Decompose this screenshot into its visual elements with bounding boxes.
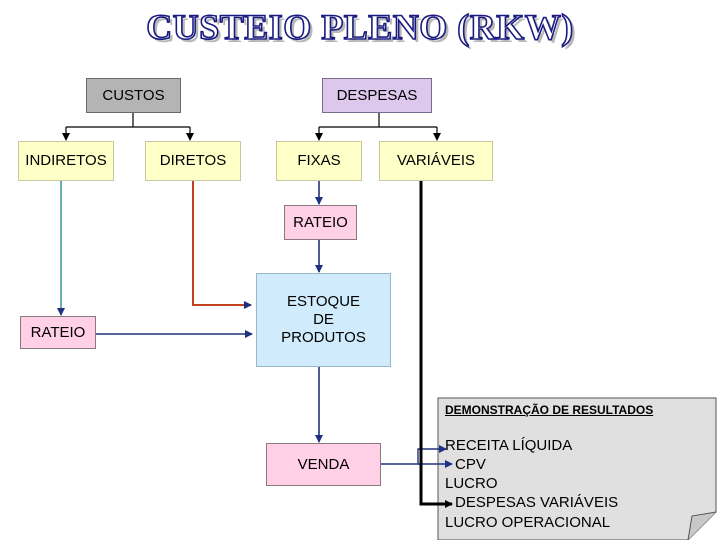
estoque-label-line1: ESTOQUE	[286, 293, 361, 310]
rateio-indiretos-box: RATEIO	[20, 316, 96, 349]
dre-note-fold	[687, 511, 717, 540]
venda-to-receita-arrow	[381, 445, 447, 465]
dre-title: DEMONSTRAÇÃO DE RESULTADOS	[445, 403, 654, 417]
despesas-box: DESPESAS	[322, 78, 432, 113]
custos-connector	[62, 113, 194, 141]
dre-line-lucro-operacional: LUCRO OPERACIONAL	[445, 514, 611, 531]
fixas-box: FIXAS	[276, 141, 362, 181]
venda-box: VENDA	[266, 443, 381, 486]
estoque-label-line3: PRODUTOS	[281, 329, 366, 346]
estoque-label-line2: DE	[313, 311, 334, 328]
dre-line-cpv: CPV	[455, 456, 486, 473]
dre-line-receita-liquida: RECEITA LÍQUIDA	[445, 437, 573, 454]
rateio-fixas-box: RATEIO	[284, 205, 357, 240]
indiretos-box: INDIRETOS	[18, 141, 114, 181]
diretos-to-estoque-arrow	[192, 181, 252, 309]
dre-line-despesas-variaveis: DESPESAS VARIÁVEIS	[455, 494, 619, 511]
custos-box: CUSTOS	[86, 78, 181, 113]
page-title: CUSTEIO PLENO (RKW)	[145, 6, 574, 48]
variaveis-to-despesas-variaveis-arrow	[419, 181, 453, 508]
variaveis-box: VARIÁVEIS	[379, 141, 493, 181]
dre-line-lucro: LUCRO	[445, 475, 498, 492]
despesas-connector	[315, 113, 441, 141]
diretos-box: DIRETOS	[145, 141, 241, 181]
estoque-box: ESTOQUE DE PRODUTOS	[256, 273, 391, 367]
